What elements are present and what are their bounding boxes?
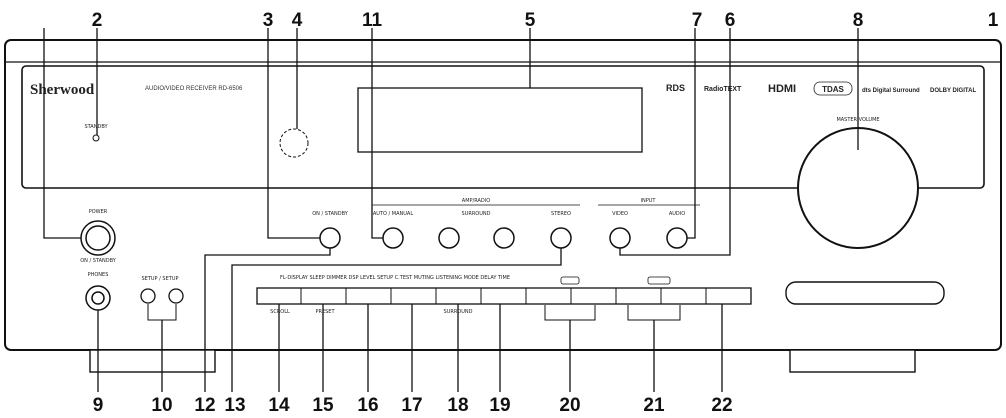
tdas-logo-frame (813, 81, 853, 96)
rds-logo: RDS (666, 83, 685, 93)
callout-12: 12 (194, 395, 215, 416)
strip-dividers (300, 288, 707, 304)
callout-17: 17 (401, 395, 422, 416)
callout-22: 22 (711, 395, 732, 416)
model-label: AUDIO/VIDEO RECEIVER RD-6506 (145, 86, 243, 92)
scroll-label: SCROLL (270, 309, 290, 315)
callout-15: 15 (312, 395, 334, 416)
callout-9: 9 (93, 395, 104, 416)
video-label: VIDEO (612, 211, 628, 217)
right-foot (789, 349, 916, 373)
stereo-button[interactable] (550, 227, 572, 249)
auto-manual-button[interactable] (382, 227, 404, 249)
stereo-label: STEREO (551, 211, 571, 217)
left-foot (89, 349, 216, 373)
preset-label: PRESET (315, 309, 335, 315)
display-window (357, 87, 643, 153)
callout-10: 10 (151, 395, 172, 416)
front-slot (785, 281, 945, 305)
tdas-logo: TDAS (822, 85, 844, 94)
audio-label: AUDIO (669, 211, 685, 217)
hdmi-logo: HDMI (768, 83, 796, 95)
setup-right-button[interactable] (168, 288, 184, 304)
on-standby-button[interactable] (319, 227, 341, 249)
callout-5: 5 (525, 10, 536, 31)
power-button[interactable] (85, 225, 111, 251)
leader-lines (43, 28, 859, 392)
preset-indicator-left (560, 276, 580, 285)
callout-13: 13 (224, 395, 245, 416)
dts-logo: dts Digital Surround (862, 88, 920, 94)
callout-8: 8 (853, 10, 864, 31)
surround-label: SURROUND (462, 211, 491, 217)
callout-7: 7 (692, 10, 703, 31)
brand-logo: Sherwood (30, 82, 95, 98)
callout-3: 3 (263, 10, 274, 31)
preset-indicator-right (647, 276, 671, 285)
video-input-button[interactable] (609, 227, 631, 249)
callout-2: 2 (92, 10, 103, 31)
standby-led (92, 134, 100, 142)
remote-sensor (279, 128, 309, 158)
input-group-label: INPUT (641, 198, 657, 204)
callout-11: 11 (362, 10, 383, 31)
auto-manual-label: AUTO / MANUAL (373, 211, 413, 217)
callout-1: 1 (988, 10, 999, 31)
callout-20: 20 (559, 395, 580, 416)
audio-input-button[interactable] (666, 227, 688, 249)
setup-label: SETUP / SETUP (142, 276, 179, 282)
radiotext-logo: RadioTEXT (704, 86, 742, 93)
callout-6: 6 (725, 10, 736, 31)
surround-right-button[interactable] (493, 227, 515, 249)
callout-14: 14 (268, 395, 290, 416)
power-sub-label: ON / STANDBY (80, 258, 117, 264)
callout-19: 19 (489, 395, 510, 416)
surround-left-button[interactable] (438, 227, 460, 249)
on-standby-label: ON / STANDBY (312, 211, 349, 217)
phones-jack[interactable] (91, 291, 105, 305)
callout-4: 4 (292, 10, 303, 31)
dolby-logo: DOLBY DIGITAL (930, 88, 976, 94)
callout-18: 18 (447, 395, 468, 416)
button-strip (256, 287, 752, 305)
power-label: POWER (89, 209, 108, 215)
strip-label: FL-DISPLAY SLEEP DIMMER DSP LEVEL SETUP … (280, 275, 510, 281)
amp-radio-group-label: AMP/RADIO (462, 198, 490, 204)
phones-label: PHONES (88, 272, 109, 278)
setup-left-button[interactable] (140, 288, 156, 304)
callout-16: 16 (357, 395, 378, 416)
callout-21: 21 (643, 395, 665, 416)
